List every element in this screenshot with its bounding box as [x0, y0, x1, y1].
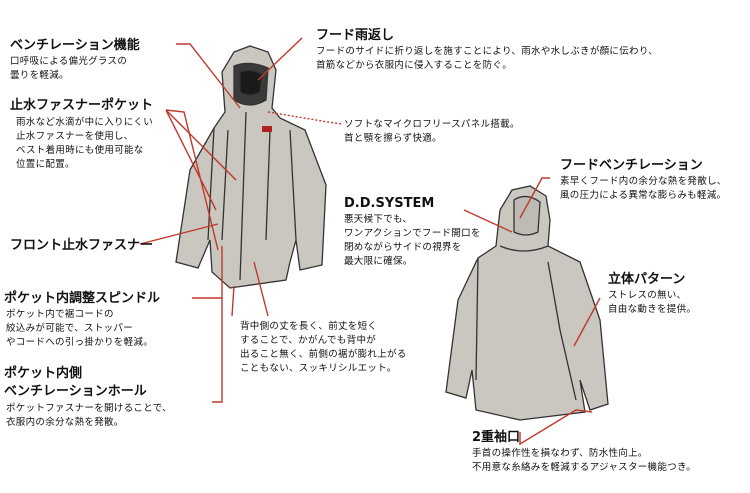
pocket-inner-desc-2: 衣服内の余分な熱を発散。 [6, 417, 124, 428]
pocket-inner-title-1: ポケット内側 [4, 366, 83, 381]
dd-system-title: D.D.SYSTEM [344, 196, 435, 211]
pocket-zip-title: 止水ファスナーポケット [10, 98, 154, 113]
hood-vent-desc-1: 素早くフード内の余分な熱を発散し、 [560, 176, 727, 187]
pocket-zip-desc-2: 止水ファスナーを使用し、 [16, 131, 134, 142]
pocket-zip-desc-3: ベスト着用時にも使用可能な [16, 145, 144, 156]
hood-fold-desc-1: フードのサイドに折り返しを施すことにより、雨水や水しぶきが顔に伝わり、 [316, 46, 659, 57]
back-jacket-illustration [445, 185, 609, 421]
front-jacket-illustration [175, 45, 327, 289]
ventilation-desc-1: 口呼吸による偏光グラスの [10, 56, 128, 67]
cuff-desc-2: 不用意な糸絡みを軽減するアジャスター機能つき。 [472, 462, 697, 473]
front-zip-title: フロント止水ファスナー [10, 238, 154, 253]
dd-system-desc-4: 最大限に確保。 [344, 256, 413, 267]
cuff-title: 2重袖口 [472, 430, 521, 445]
pattern3d-title: 立体パターン [608, 272, 686, 287]
dd-system-desc-1: 悪天候下でも、 [344, 214, 413, 225]
hood-vent-desc-2: 風の圧力による異常な膨らみも軽減。 [560, 190, 727, 201]
ventilation-desc-2: 曇りを軽減。 [10, 70, 69, 81]
pocket-zip-desc-4: 位置に配置。 [16, 159, 75, 170]
dd-system-desc-2: ワンアクションでフード開口を [344, 228, 481, 239]
spindle-desc-2: 絞込みが可能で、ストッパー [6, 323, 134, 334]
spindle-desc-3: やコードへの引っ掛かりを軽減。 [6, 337, 154, 348]
pocket-inner-desc-1: ポケットファスナーを開けることで、 [6, 403, 172, 414]
pocket-inner-title-2: ベンチレーションホール [4, 384, 147, 399]
back-length-desc-4: こともない、スッキリシルエット。 [240, 363, 397, 374]
dd-system-desc-3: 閉めながらサイドの視界を [344, 242, 462, 253]
fleece-desc-1: ソフトなマイクロフリースパネル搭載。 [344, 119, 520, 130]
back-length-desc-3: 出ること無く、前側の裾が膨れ上がる [240, 349, 407, 360]
hood-fold-title: フード雨返し [316, 28, 395, 43]
fleece-desc-2: 首と顎を擦らず快適。 [344, 133, 442, 144]
back-length-desc-1: 背中側の丈を長く、前丈を短く [240, 321, 378, 332]
spindle-desc-1: ポケット内で裾コードの [6, 309, 114, 320]
pattern3d-desc-2: 自由な動きを提供。 [608, 304, 697, 315]
hood-fold-desc-2: 首筋などから衣服内に侵入することを防ぐ。 [316, 60, 513, 71]
cuff-desc-1: 手首の操作性を損なわず、防水性向上。 [472, 448, 648, 459]
spindle-title: ポケット内調整スピンドル [4, 291, 161, 306]
back-length-desc-2: することで、かがんでも背中が [240, 335, 377, 346]
hood-vent-title: フードベンチレーション [560, 158, 703, 173]
leader-lines [139, 37, 601, 446]
pocket-zip-desc-1: 雨水など水滴が中に入りにくい [16, 117, 154, 128]
ventilation-title: ベンチレーション機能 [10, 38, 140, 53]
pattern3d-desc-1: ストレスの無い、 [608, 290, 687, 301]
